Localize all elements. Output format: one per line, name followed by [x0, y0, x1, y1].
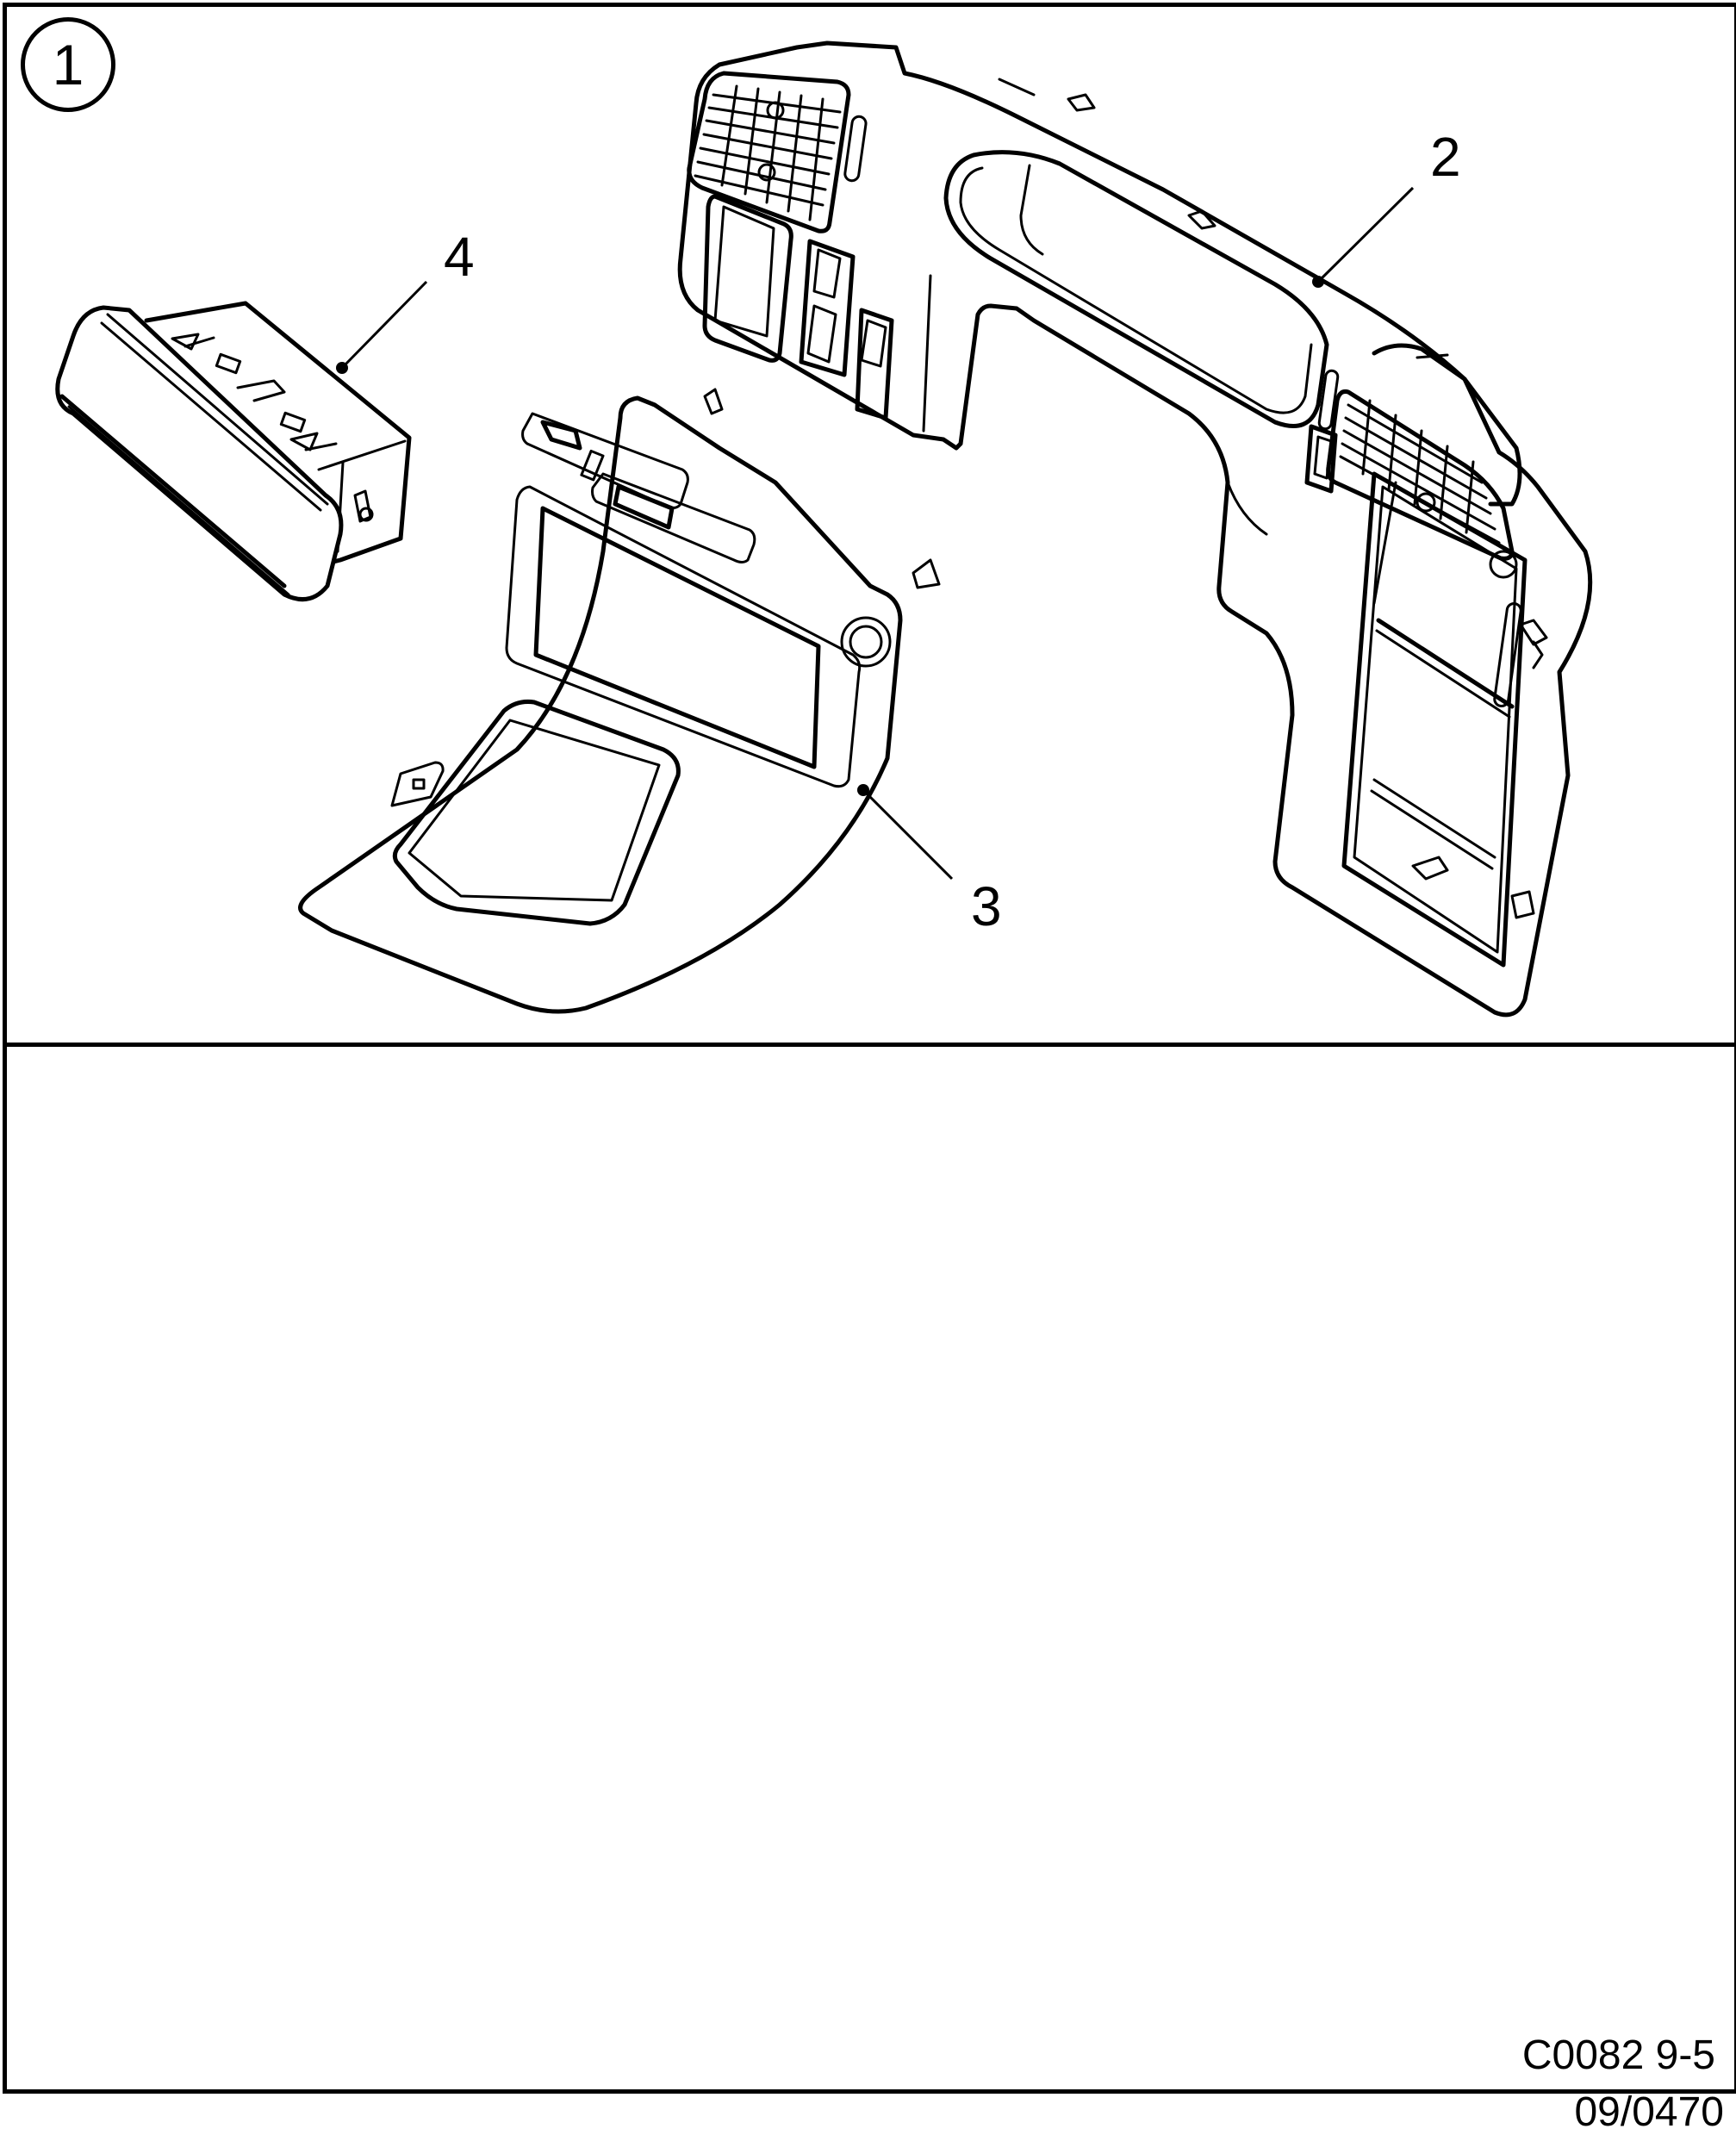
- leader-line-4: [340, 280, 428, 370]
- figure-frame: [3, 3, 1736, 2094]
- figure-code: C0082 9-5: [1521, 2032, 1715, 2078]
- leader-line-3: [862, 788, 954, 881]
- callout-label-2: 2: [1430, 126, 1461, 188]
- figure-number-badge: 1: [21, 17, 115, 112]
- part-3-center-console: [298, 388, 941, 1014]
- exploded-parts-illustration: [55, 40, 1593, 1018]
- part-4-storage-box: [55, 301, 412, 602]
- part-2-dashboard-panel: [677, 40, 1593, 1018]
- leader-dot-3: [857, 784, 869, 796]
- leader-line-2: [1316, 186, 1415, 283]
- leader-dot-4: [336, 362, 348, 374]
- panel-divider: [3, 1043, 1736, 1047]
- callout-label-4: 4: [444, 226, 475, 288]
- callout-label-3: 3: [971, 875, 1002, 937]
- figure-number: 1: [52, 33, 84, 96]
- leader-dot-2: [1312, 276, 1324, 288]
- leader-lines: [336, 186, 1415, 881]
- document-number: 09/0470: [1574, 2089, 1724, 2135]
